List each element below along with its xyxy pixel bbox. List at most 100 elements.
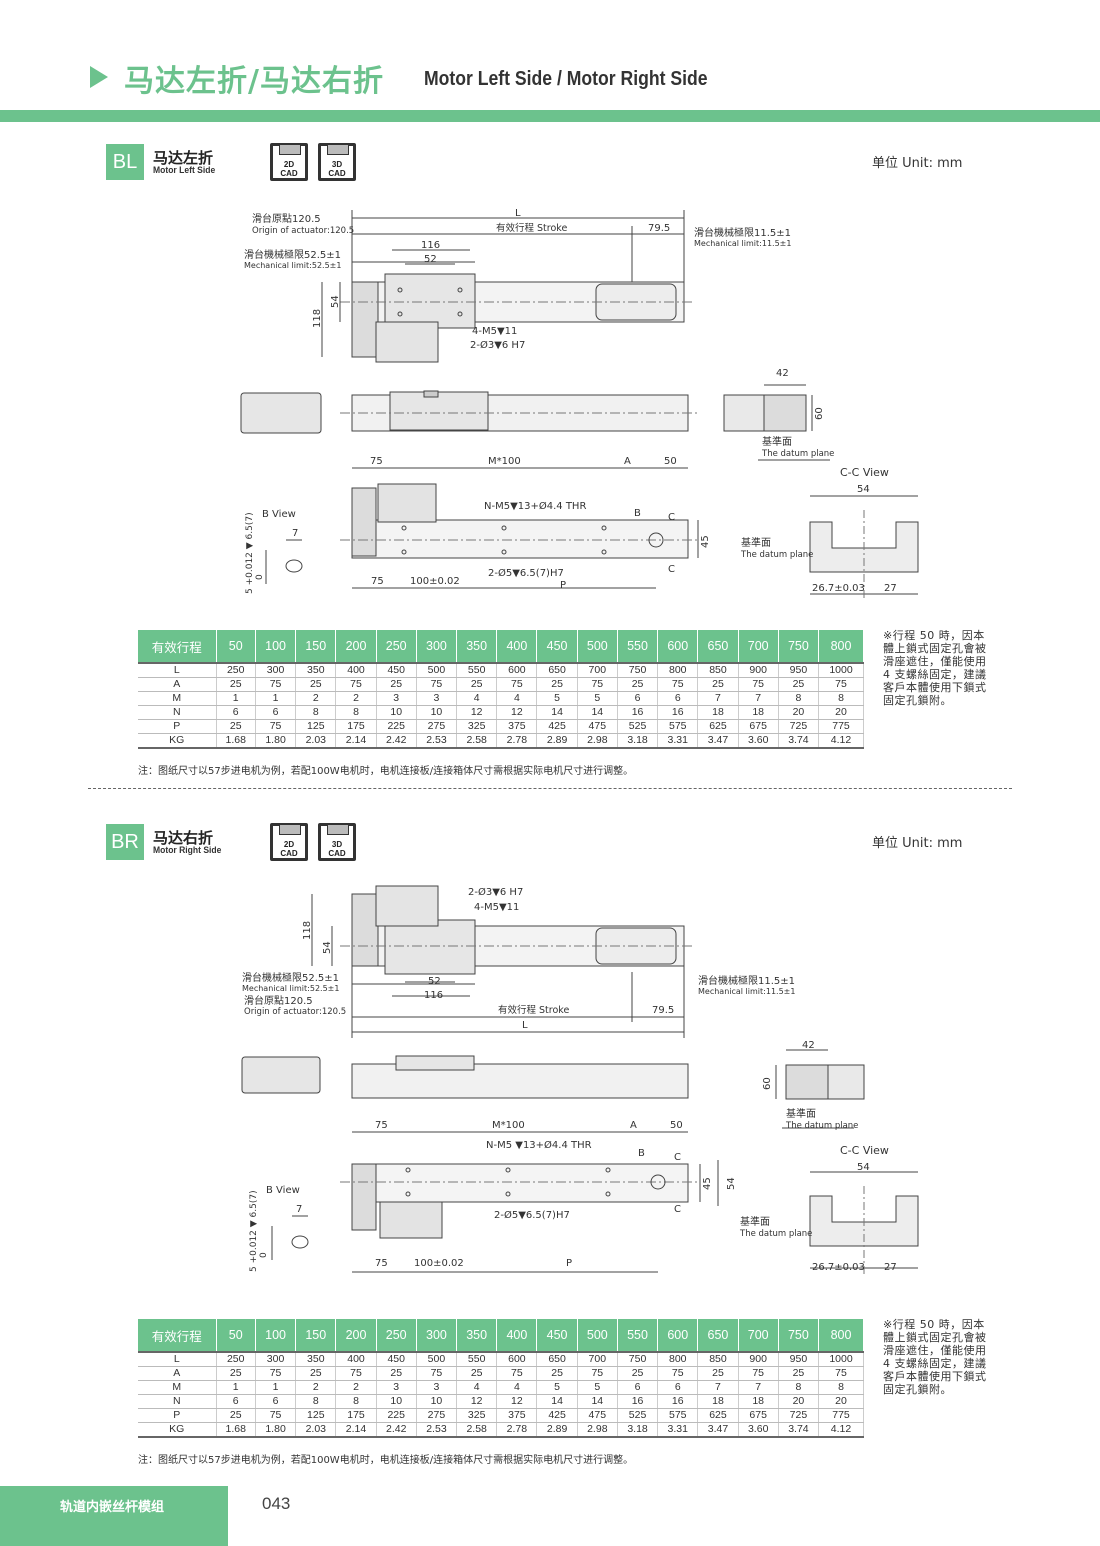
pin-hole: 2-Ø3▼6 H7 xyxy=(470,339,525,351)
table-cell: 25 xyxy=(697,677,739,692)
table-cell: 18 xyxy=(738,705,779,720)
origin-cn: 滑台原點120.5 xyxy=(244,994,313,1007)
table-cell: 250 xyxy=(216,1351,256,1367)
table-cell: 325 xyxy=(456,719,498,734)
dim-7: 7 xyxy=(292,528,298,539)
table-cell: 2 xyxy=(335,691,377,706)
table-cell: 475 xyxy=(577,1408,618,1423)
row-label: M xyxy=(138,1380,217,1395)
table-cell: 4 xyxy=(456,691,498,706)
table-cell: 75 xyxy=(738,1366,779,1381)
end-view-left xyxy=(241,1056,321,1094)
table-cell: 2 xyxy=(335,1380,377,1395)
table-cell: 3 xyxy=(416,691,458,706)
table-cell: 3.18 xyxy=(617,1422,659,1438)
table-cell: 2.89 xyxy=(536,1422,578,1438)
table-cell: 275 xyxy=(416,719,458,734)
dim-60: 60 xyxy=(762,1077,773,1090)
dim-116: 116 xyxy=(424,990,443,1001)
label-C2: C xyxy=(668,564,675,575)
tolerance-zero: 0 xyxy=(259,1252,269,1258)
table-cell: 125 xyxy=(295,1408,337,1423)
table-cell: 950 xyxy=(778,662,820,678)
table-cell: 14 xyxy=(536,705,578,720)
table-cell: 2.14 xyxy=(335,733,377,749)
label-B: B xyxy=(638,1148,645,1159)
label-C2: C xyxy=(674,1204,681,1215)
table-cell: 275 xyxy=(416,1408,458,1423)
table-cell: 14 xyxy=(536,1394,578,1409)
table-cell: 1 xyxy=(216,691,256,706)
tolerance-label: 5 +0.012 ▼ 6.5(7) xyxy=(245,512,255,594)
drawing-motor-left: L 滑台原點120.5 Origin of actuator:120.5 有效行… xyxy=(240,208,919,600)
cc-dim-54: 54 xyxy=(857,484,870,495)
label-C: C xyxy=(674,1152,681,1163)
table-cell: 2.14 xyxy=(335,1422,377,1438)
table-cell: 1 xyxy=(255,1380,297,1395)
table-cell: 75 xyxy=(255,677,297,692)
unit-label: 单位 Unit: mm xyxy=(872,836,963,851)
table-cell: 6 xyxy=(255,705,297,720)
table-cell: 7 xyxy=(738,1380,779,1395)
table-cell: 6 xyxy=(617,691,659,706)
table-cell: 25 xyxy=(697,1366,739,1381)
table-cell: 525 xyxy=(617,1408,659,1423)
row-label: KG xyxy=(138,1422,217,1438)
table-cell: 675 xyxy=(738,719,779,734)
cc-view-label: C-C View xyxy=(840,466,889,479)
dowel-hole: 2-Ø5▼6.5(7)H7 xyxy=(494,1209,570,1221)
datum2-cn: 基準面 xyxy=(741,536,771,549)
table-cell: 3.47 xyxy=(697,733,739,749)
dim-m100: M*100 xyxy=(492,1120,525,1131)
mech-limit-r-en: Mechanical limit:11.5±1 xyxy=(694,239,791,248)
table-cell: 3.31 xyxy=(657,733,699,749)
table-cell: 700 xyxy=(577,662,618,678)
table-cell: 2 xyxy=(295,691,337,706)
table-cell: 2.42 xyxy=(376,1422,417,1438)
table-cell: 625 xyxy=(697,719,739,734)
table-cell: 20 xyxy=(778,1394,820,1409)
row-label: L xyxy=(138,1351,217,1367)
origin-cn: 滑台原點120.5 xyxy=(252,212,321,225)
slide-table xyxy=(384,919,476,975)
page-title-cn: 马达左折/马达右折 xyxy=(124,64,384,99)
table-cell: 2.53 xyxy=(416,1422,458,1438)
dim-L: L xyxy=(522,1020,528,1031)
dim-42: 42 xyxy=(776,368,789,379)
table-cell: 8 xyxy=(295,1394,337,1409)
table-cell: 12 xyxy=(496,1394,538,1409)
footer-band: 轨道内嵌丝杆模组 xyxy=(0,1486,228,1546)
table-cell: 5 xyxy=(536,691,578,706)
table-cell: 1.80 xyxy=(255,1422,297,1438)
table-cell: 75 xyxy=(657,677,699,692)
table-cell: 175 xyxy=(335,719,377,734)
table-cell: 750 xyxy=(617,662,659,678)
table-cell: 25 xyxy=(376,677,417,692)
header-bar xyxy=(0,110,1100,122)
table-cell: 2.89 xyxy=(536,733,578,749)
table-cell: 6 xyxy=(216,705,256,720)
dim-75b: 75 xyxy=(375,1258,388,1269)
table-cell: 6 xyxy=(255,1394,297,1409)
table-cell: 20 xyxy=(818,1394,864,1409)
table-cell: 325 xyxy=(456,1408,498,1423)
table-cell: 850 xyxy=(697,662,739,678)
table-cell: 3 xyxy=(416,1380,458,1395)
datum-cn: 基準面 xyxy=(762,435,792,448)
section-title-cn: 马达左折 xyxy=(153,149,214,167)
dim-L: L xyxy=(515,208,521,219)
cc-dim-54: 54 xyxy=(857,1162,870,1173)
table-cell: 1.68 xyxy=(216,1422,256,1438)
table-cell: 2.58 xyxy=(456,733,498,749)
dim-P: P xyxy=(566,1258,572,1269)
table-cell: 16 xyxy=(657,705,699,720)
mech-limit-r-cn: 滑台機械極限11.5±1 xyxy=(698,974,795,987)
table-cell: 2.98 xyxy=(577,1422,618,1438)
